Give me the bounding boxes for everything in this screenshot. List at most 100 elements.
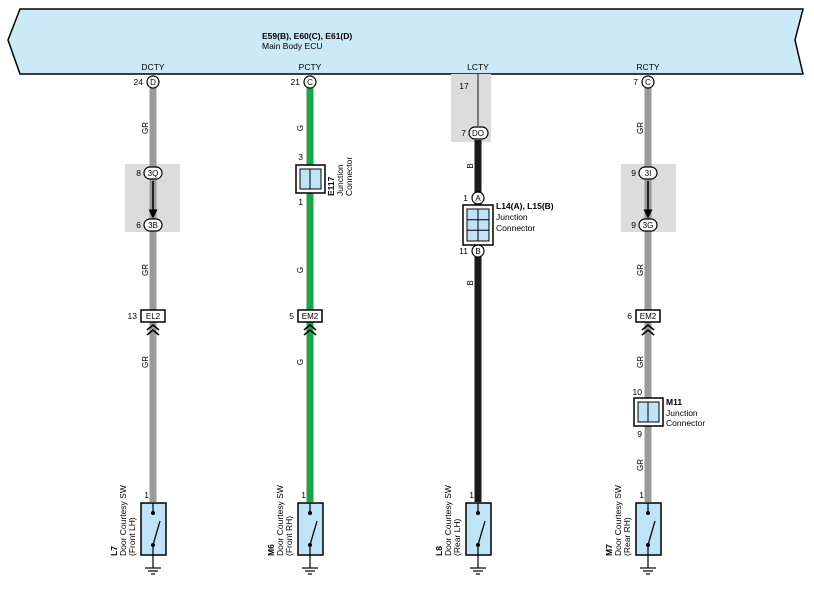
connector-circle xyxy=(641,75,655,89)
connector-code: D xyxy=(150,78,156,87)
junction-label: Connector xyxy=(666,418,705,428)
circuit-rcty: RCTY 7 C GR 9 3I 9 3G GR 6 EM2 GR 10 9 M… xyxy=(604,62,705,575)
wire-color-label: G xyxy=(296,267,305,273)
wire-color-label: GR xyxy=(141,122,150,134)
wire-color-label: GR xyxy=(636,122,645,134)
junction-connector-m11 xyxy=(633,397,664,427)
connector-code: 3B xyxy=(148,221,158,230)
pin-number: 9 xyxy=(631,220,636,230)
chevron-up-icon xyxy=(303,323,317,336)
chevron-up-icon xyxy=(641,323,655,336)
pin-number: 13 xyxy=(128,311,138,321)
pin-number: 3 xyxy=(298,152,303,162)
main-body-ecu: E59(B), E60(C), E61(D) Main Body ECU xyxy=(7,8,804,75)
junction-label: Connector xyxy=(344,157,354,196)
junction-label: Junction xyxy=(335,164,345,196)
switch-name: Door Courtesy SW xyxy=(443,485,453,556)
connector-circle xyxy=(471,191,485,205)
junction-label: Junction xyxy=(496,212,528,222)
connector-code: 3I xyxy=(645,169,652,178)
pin-number: 9 xyxy=(631,168,636,178)
ecu-name-label: Main Body ECU xyxy=(262,41,322,51)
circuit-lcty: LCTY 17 7 DO B 1 A 11 B L14(A), L15(B) J… xyxy=(434,62,554,575)
switch-position: (Rear LH) xyxy=(452,519,462,556)
pin-number: 1 xyxy=(144,490,149,500)
terminal-name: LCTY xyxy=(467,62,489,72)
pin-number: 10 xyxy=(633,387,643,397)
switch-position: (Rear RH) xyxy=(622,517,632,556)
connector-circle xyxy=(146,75,160,89)
wire-color-label: GR xyxy=(636,356,645,368)
junction-label: Connector xyxy=(496,223,535,233)
door-switch-symbol xyxy=(635,502,662,556)
wire-color-label: GR xyxy=(141,264,150,276)
ground-icon xyxy=(640,555,656,575)
pin-number: 1 xyxy=(469,490,474,500)
door-switch-symbol xyxy=(465,502,492,556)
connector-pill xyxy=(638,218,658,232)
inline-connector-box xyxy=(635,309,661,323)
ground-icon xyxy=(145,555,161,575)
connector-code: A xyxy=(475,194,481,203)
door-switch-symbol xyxy=(297,502,324,556)
pin-number: 17 xyxy=(459,81,469,91)
pin-number: 9 xyxy=(637,429,642,439)
pin-number: 7 xyxy=(633,77,638,87)
connector-code: C xyxy=(645,78,651,87)
switch-position: (Front RH) xyxy=(284,516,294,556)
connector-pill xyxy=(143,218,163,232)
connector-code: EL2 xyxy=(146,312,161,321)
inline-connector-box xyxy=(140,309,166,323)
connector-code: 3G xyxy=(643,221,654,230)
switch-name: Door Courtesy SW xyxy=(613,485,623,556)
pin-number: 24 xyxy=(134,77,144,87)
terminal-name: RCTY xyxy=(636,62,659,72)
wire-color-label: G xyxy=(296,359,305,365)
pin-number: 6 xyxy=(627,311,632,321)
switch-name: Door Courtesy SW xyxy=(118,485,128,556)
switch-id: L7 xyxy=(109,546,119,556)
connector-pill xyxy=(468,126,489,140)
wire-color-label: B xyxy=(466,280,475,285)
pin-number: 1 xyxy=(639,490,644,500)
connector-code: B xyxy=(475,247,480,256)
terminal-name: DCTY xyxy=(141,62,164,72)
connector-code: DO xyxy=(472,129,484,138)
pin-number: 8 xyxy=(136,168,141,178)
wire-color-label: GR xyxy=(636,459,645,471)
connector-pill xyxy=(638,166,658,180)
door-switch-symbol xyxy=(140,502,167,556)
junction-id: M11 xyxy=(666,397,682,407)
connector-pill xyxy=(143,166,163,180)
circuit-dcty: DCTY 24 D GR 8 3Q 6 3B GR 13 EL2 GR 1 xyxy=(109,62,180,575)
switch-id: M6 xyxy=(266,544,276,556)
wire-color-label: G xyxy=(296,125,305,131)
ground-icon xyxy=(302,555,318,575)
junction-connector-l14-l15 xyxy=(462,204,494,246)
terminal-name: PCTY xyxy=(299,62,322,72)
chevron-up-icon xyxy=(146,323,160,336)
wire-color-label: GR xyxy=(636,264,645,276)
wire-color-label: GR xyxy=(141,356,150,368)
connector-code: EM2 xyxy=(640,312,657,321)
pin-number: 1 xyxy=(298,197,303,207)
connector-circle xyxy=(303,75,317,89)
pin-number: 5 xyxy=(289,311,294,321)
switch-id: M7 xyxy=(604,544,614,556)
wire-color-label: B xyxy=(466,163,475,168)
pin-number: 21 xyxy=(291,77,301,87)
connector-code: 3Q xyxy=(148,169,159,178)
pin-number: 1 xyxy=(301,490,306,500)
pin-number: 1 xyxy=(463,193,468,203)
pin-number: 7 xyxy=(461,128,466,138)
switch-position: (Front LH) xyxy=(127,517,137,556)
switch-name: Door Courtesy SW xyxy=(275,485,285,556)
junction-connector-e117 xyxy=(295,164,326,194)
connector-code: EM2 xyxy=(302,312,319,321)
switch-id: L8 xyxy=(434,546,444,556)
junction-label: Junction xyxy=(666,408,698,418)
connector-circle xyxy=(471,244,485,258)
pin-number: 11 xyxy=(459,246,468,256)
inline-connector-box xyxy=(297,309,323,323)
